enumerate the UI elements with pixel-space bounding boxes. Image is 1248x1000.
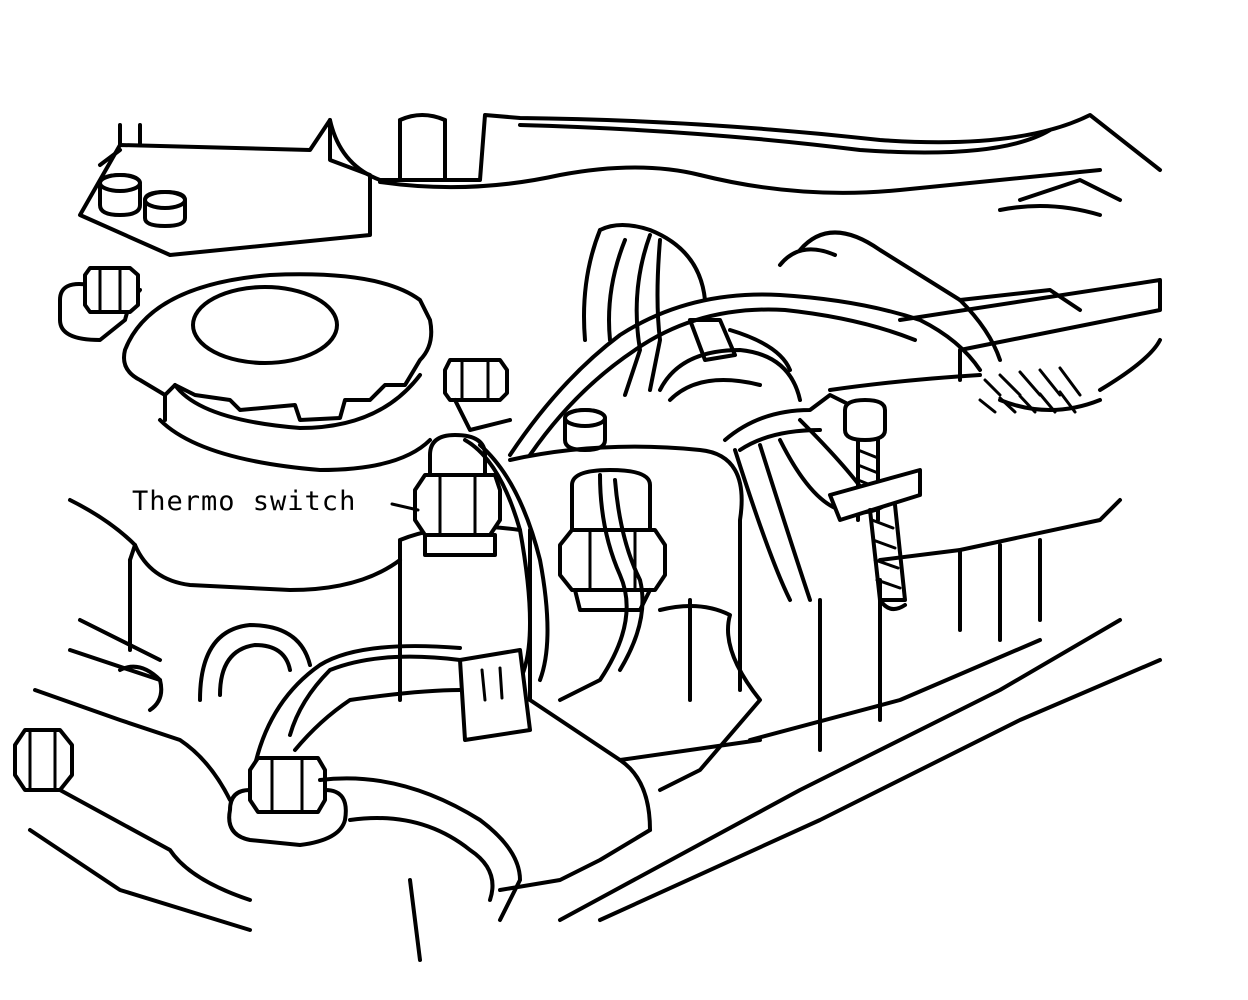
thermo-switch-wires	[253, 438, 645, 767]
thermo-switch	[413, 433, 502, 557]
hose-connector	[658, 318, 902, 602]
wire-clip	[458, 648, 532, 742]
thermo-switch-leader	[390, 502, 420, 512]
hose-clamp-screw	[828, 398, 922, 611]
bolt-top-left-1	[98, 173, 142, 217]
upper-body-panel	[78, 113, 1162, 257]
temperature-sensor	[558, 468, 667, 612]
upper-radiator-hose	[582, 223, 1002, 397]
thermo-switch-label: Thermo switch	[132, 486, 357, 517]
bolt-bottom-left	[13, 728, 74, 792]
bolt-small-center	[563, 408, 607, 452]
right-body-panel	[828, 278, 1162, 642]
bolt-bottom-center	[227, 756, 348, 847]
bolt-cap-left	[83, 266, 140, 314]
lower-hose-stub	[33, 618, 312, 802]
bolt-center	[443, 358, 512, 432]
radiator-cap	[122, 272, 434, 430]
lower-engine-structure	[28, 578, 1162, 962]
bolt-top-left-2	[143, 190, 187, 228]
